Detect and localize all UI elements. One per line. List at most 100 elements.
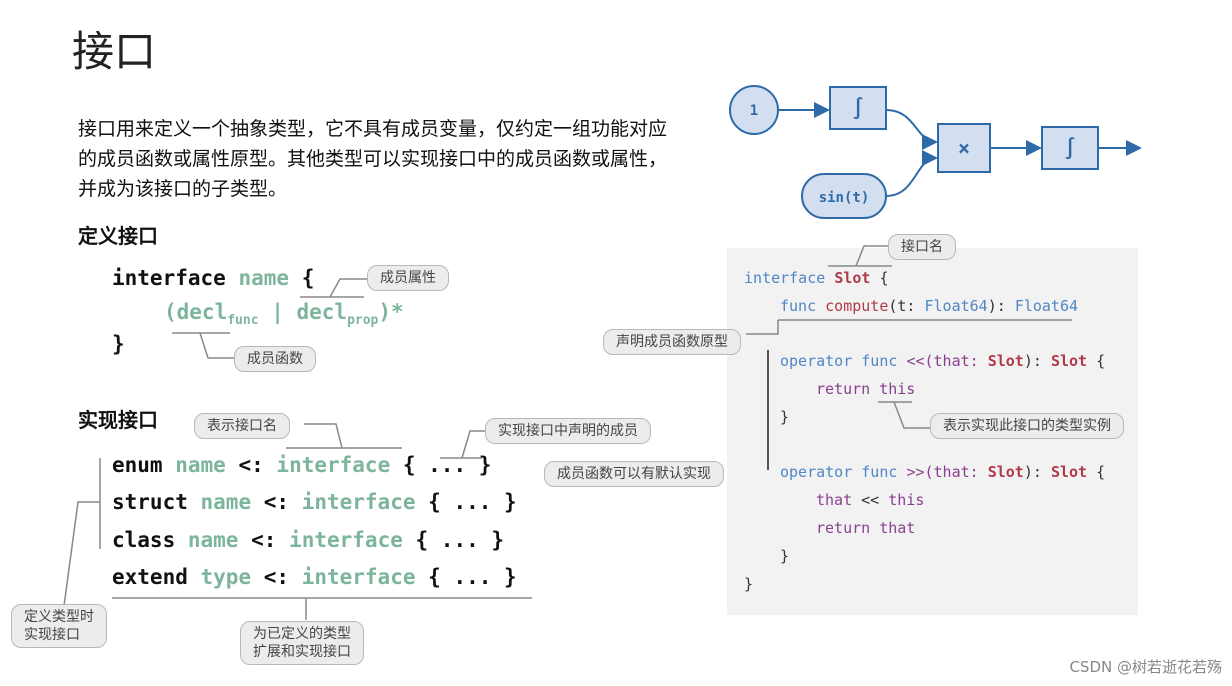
panel-line-9: } — [780, 547, 790, 565]
subtype-operator: <: — [263, 565, 290, 589]
body: { ... } — [428, 565, 517, 589]
callout-panel-default: 成员函数可以有默认实现 — [544, 461, 724, 487]
panel-line-5: } — [780, 408, 790, 426]
subtype-operator: <: — [263, 490, 290, 514]
impl-line-enum: enum name <: interface { ... } — [112, 453, 491, 477]
page-title: 接口 — [72, 27, 157, 76]
panel-line-2: func compute(t: Float64): Float64 — [780, 297, 1078, 315]
multiply-block — [937, 123, 991, 173]
decl-prop: decl — [296, 300, 348, 324]
op: << — [861, 491, 880, 509]
placeholder-name: name — [200, 490, 252, 514]
ret-type: Slot — [1050, 463, 1088, 481]
iface-name: Slot — [834, 269, 871, 287]
kw: func — [861, 463, 898, 481]
callout-extend: 为已定义的类型 扩展和实现接口 — [240, 621, 364, 665]
panel-line-8: return that — [816, 519, 915, 537]
integral-block-1 — [829, 86, 887, 130]
callout-member-function: 成员函数 — [234, 346, 316, 372]
keyword: enum — [112, 453, 163, 477]
keyword: class — [112, 528, 176, 552]
multiply-label: × — [958, 136, 970, 160]
this: this — [879, 380, 916, 398]
placeholder-interface: interface — [301, 490, 416, 514]
kw: return — [816, 519, 871, 537]
this: this — [888, 491, 925, 509]
define-line-2: (declfunc | declprop)* — [164, 300, 404, 328]
callout-interface-name: 表示接口名 — [194, 413, 290, 439]
callout-panel-decl: 声明成员函数原型 — [603, 329, 741, 355]
decl-sep: | — [271, 300, 284, 324]
panel-line-10: } — [744, 575, 754, 593]
subtype-operator: <: — [251, 528, 277, 552]
panel-annotation-lines — [746, 245, 1072, 470]
define-line-1: interface name { — [112, 266, 314, 290]
kw: func — [861, 352, 898, 370]
impl-line-class: class name <: interface { ... } — [112, 528, 504, 552]
brace: { — [1096, 352, 1106, 370]
callout-member-property: 成员属性 — [367, 265, 449, 291]
that: that — [879, 519, 916, 537]
keyword: extend — [112, 565, 188, 589]
body: { ... } — [428, 490, 517, 514]
kw: interface — [744, 269, 826, 287]
decl-open: (decl — [164, 300, 228, 324]
sin-label: sin(t) — [819, 190, 870, 206]
annotation-lines — [63, 278, 532, 620]
that: that — [816, 491, 853, 509]
placeholder-name: name — [175, 453, 226, 477]
ret-type: Slot — [1050, 352, 1088, 370]
punct: ): — [987, 297, 1006, 315]
placeholder-name: name — [187, 528, 239, 552]
brace: { — [1096, 463, 1106, 481]
impl-line-struct: struct name <: interface { ... } — [112, 490, 517, 514]
define-line-3: } — [112, 332, 125, 356]
impl-line-extend: extend type <: interface { ... } — [112, 565, 517, 589]
placeholder-interface: interface — [301, 565, 416, 589]
punct: ): — [1023, 352, 1042, 370]
implement-heading: 实现接口 — [78, 408, 158, 432]
integral-1-label: ∫ — [852, 96, 864, 120]
op-sym: >>(that: — [906, 463, 979, 481]
callout-panel-iface-name: 接口名 — [888, 234, 956, 260]
placeholder-interface: interface — [276, 453, 391, 477]
callout-define-time: 定义类型时 实现接口 — [11, 604, 107, 648]
keyword: interface — [112, 266, 226, 290]
params: (t: — [888, 297, 916, 315]
keyword: struct — [112, 490, 188, 514]
decl-close: )* — [378, 300, 404, 324]
block-diagram: 1 ∫ × ∫ sin(t) — [729, 85, 1142, 219]
panel-line-6: operator func >>(that: Slot): Slot { — [780, 463, 1105, 481]
callout-panel-this: 表示实现此接口的类型实例 — [930, 413, 1124, 439]
integral-2-label: ∫ — [1064, 136, 1076, 160]
body: { ... } — [415, 528, 505, 552]
placeholder-type: type — [200, 565, 252, 589]
kw: return — [816, 380, 871, 398]
kw: operator — [780, 352, 853, 370]
intro-paragraph: 接口用来定义一个抽象类型，它不具有成员变量，仅约定一组功能对应的成员函数或属性原… — [78, 118, 668, 200]
op-sym: <<(that: — [906, 352, 979, 370]
placeholder-interface: interface — [289, 528, 403, 552]
kw: operator — [780, 463, 853, 481]
panel-line-3: operator func <<(that: Slot): Slot { — [780, 352, 1105, 370]
watermark: CSDN @树若逝花若殇 — [1069, 658, 1222, 676]
func-name: compute — [825, 297, 889, 315]
decl-func-sub: func — [227, 313, 259, 328]
panel-line-7: that << this — [816, 491, 924, 509]
placeholder-name: name — [238, 266, 290, 290]
define-heading: 定义接口 — [78, 224, 158, 248]
type: Slot — [987, 463, 1024, 481]
decl-prop-sub: prop — [347, 313, 379, 328]
panel-line-1: interface Slot { — [744, 269, 889, 287]
type: Float64 — [924, 297, 988, 315]
panel-line-4: return this — [816, 380, 915, 398]
input-1-label: 1 — [750, 103, 758, 119]
callout-declared-members: 实现接口中声明的成员 — [485, 418, 651, 444]
punct: ): — [1023, 463, 1042, 481]
kw: func — [780, 297, 817, 315]
ret-type: Float64 — [1014, 297, 1079, 315]
type: Slot — [987, 352, 1024, 370]
body: { ... } — [402, 453, 492, 477]
subtype-operator: <: — [238, 453, 264, 477]
brace: { — [879, 269, 889, 287]
